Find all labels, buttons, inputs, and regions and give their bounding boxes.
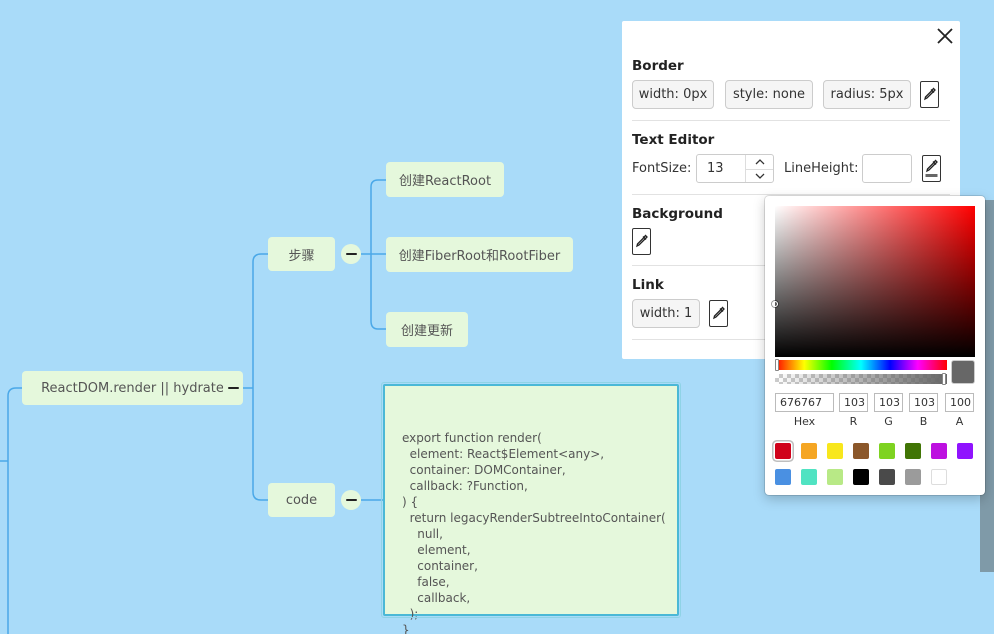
chevron-up-icon[interactable] xyxy=(746,155,773,169)
color-field-g[interactable]: 103 xyxy=(874,393,903,412)
fontsize-input[interactable]: 13 xyxy=(696,154,774,183)
hue-slider-thumb[interactable] xyxy=(775,359,779,371)
code-line: export function render( xyxy=(402,431,542,445)
code-line: container: DOMContainer, xyxy=(402,463,566,477)
color-swatch[interactable] xyxy=(931,443,947,459)
code-line: null, xyxy=(402,527,443,541)
lineheight-input[interactable] xyxy=(862,154,912,183)
chevron-down-icon[interactable] xyxy=(746,168,773,183)
section-divider xyxy=(632,120,950,121)
text-color-picker-button[interactable] xyxy=(922,155,941,182)
color-swatch[interactable] xyxy=(801,443,817,459)
color-swatch[interactable] xyxy=(905,443,921,459)
step-node-create-update[interactable]: 创建更新 xyxy=(386,312,468,347)
color-field-label: G xyxy=(884,415,893,428)
code-node[interactable]: export function render( element: React$E… xyxy=(381,382,681,634)
eyedropper-icon xyxy=(924,87,936,101)
border-section-title: Border xyxy=(632,58,684,74)
saturation-area[interactable] xyxy=(772,206,975,357)
lineheight-label: LineHeight: xyxy=(784,161,859,176)
code-line: element: React$Element<any>, xyxy=(402,447,605,461)
link-section-title: Link xyxy=(632,277,664,293)
step-node-label: 创建FiberRoot和RootFiber xyxy=(398,249,561,264)
branch-node-label: 步骤 xyxy=(288,248,315,264)
color-field-hex[interactable]: 676767 xyxy=(775,393,834,412)
steps-collapse-button[interactable] xyxy=(341,244,361,264)
border-width-button[interactable]: width: 0px xyxy=(632,80,714,109)
alpha-slider-thumb[interactable] xyxy=(942,373,946,385)
step-node-label: 创建ReactRoot xyxy=(398,174,492,189)
branch-node-steps[interactable]: 步骤 xyxy=(268,237,335,271)
fontsize-value: 13 xyxy=(707,161,724,176)
color-field-a[interactable]: 100 xyxy=(945,393,974,412)
color-swatch[interactable] xyxy=(853,469,869,485)
branch-node-label: code xyxy=(285,492,318,508)
link-width-button[interactable]: width: 1 xyxy=(632,299,700,328)
color-swatch[interactable] xyxy=(931,469,947,485)
color-swatch[interactable] xyxy=(957,443,973,459)
color-swatch[interactable] xyxy=(801,469,817,485)
text-editor-section-title: Text Editor xyxy=(632,132,715,148)
hue-slider[interactable] xyxy=(775,359,947,371)
background-section-title: Background xyxy=(632,206,723,222)
eyedropper-icon xyxy=(925,159,938,177)
code-line: container, xyxy=(402,559,478,573)
color-field-label: Hex xyxy=(793,415,816,428)
eyedropper-icon xyxy=(713,306,725,320)
color-swatch[interactable] xyxy=(905,469,921,485)
border-radius-button[interactable]: radius: 5px xyxy=(823,80,911,109)
color-field-r[interactable]: 103 xyxy=(839,393,868,412)
root-node-label: ReactDOM.render || hydrate xyxy=(41,380,224,396)
alpha-slider[interactable] xyxy=(775,373,947,385)
code-line: callback: ?Function, xyxy=(402,479,528,493)
step-node-create-reactroot[interactable]: 创建ReactRoot xyxy=(386,162,504,197)
code-line: } xyxy=(402,623,410,634)
fontsize-label: FontSize: xyxy=(632,161,692,176)
color-preview xyxy=(951,360,975,384)
color-swatch[interactable] xyxy=(853,443,869,459)
saturation-cursor[interactable] xyxy=(772,301,778,307)
fontsize-stepper[interactable] xyxy=(745,155,773,182)
background-color-picker-button[interactable] xyxy=(632,228,651,255)
root-collapse-button[interactable] xyxy=(223,378,243,398)
branch-node-code[interactable]: code xyxy=(268,483,335,517)
step-node-label: 创建更新 xyxy=(400,324,453,339)
root-node[interactable]: ReactDOM.render || hydrate xyxy=(22,371,243,405)
color-swatch[interactable] xyxy=(775,443,791,459)
border-style-button[interactable]: style: none xyxy=(725,80,813,109)
border-color-picker-button[interactable] xyxy=(920,81,939,108)
color-swatch[interactable] xyxy=(827,443,843,459)
eyedropper-icon xyxy=(636,234,648,248)
step-node-create-fiberroot[interactable]: 创建FiberRoot和RootFiber xyxy=(386,237,573,272)
code-line: ) { xyxy=(402,495,419,509)
color-swatch[interactable] xyxy=(879,469,895,485)
code-line: callback, xyxy=(402,591,471,605)
close-icon[interactable] xyxy=(936,27,954,45)
code-lines: export function render( element: React$E… xyxy=(402,430,677,634)
color-field-label: B xyxy=(919,415,928,428)
color-field-b[interactable]: 103 xyxy=(909,393,938,412)
code-collapse-button[interactable] xyxy=(341,490,361,510)
code-line: return legacyRenderSubtreeIntoContainer( xyxy=(402,511,666,525)
code-line: false, xyxy=(402,575,450,589)
color-field-label: A xyxy=(955,415,964,428)
code-line: ); xyxy=(402,607,419,621)
code-line: element, xyxy=(402,543,471,557)
color-swatch[interactable] xyxy=(879,443,895,459)
color-field-label: R xyxy=(849,415,858,428)
section-divider xyxy=(632,194,950,195)
color-swatch[interactable] xyxy=(827,469,843,485)
color-swatch[interactable] xyxy=(775,469,791,485)
link-color-picker-button[interactable] xyxy=(709,300,728,327)
